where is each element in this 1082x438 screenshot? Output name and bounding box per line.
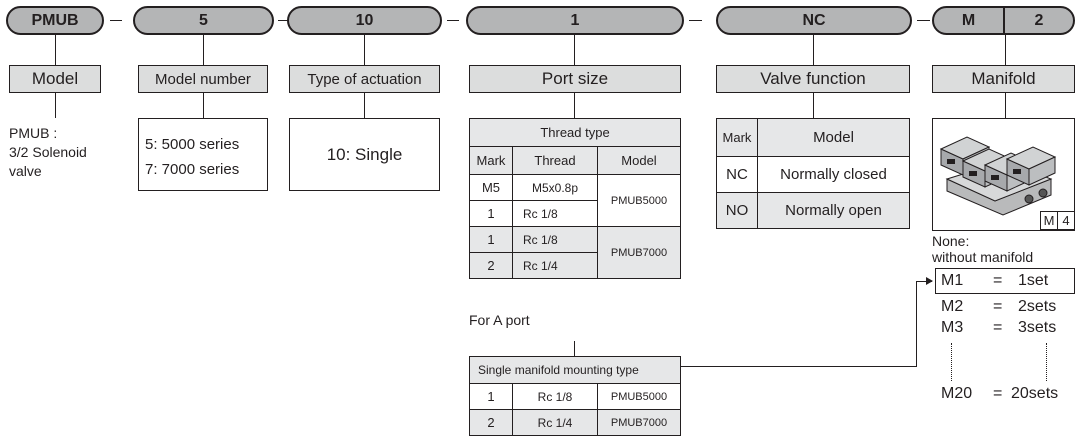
separator-dash (110, 20, 122, 21)
table-cell: M5 (469, 174, 513, 201)
table-cell: Rc 1/8 (512, 383, 598, 410)
connector-line (203, 93, 204, 118)
manifold-illustration (939, 136, 1057, 216)
code-manifold-divider (1003, 7, 1005, 34)
connector-line (813, 35, 814, 65)
connector-line (574, 93, 575, 118)
manifold-none-line2: without manifold (932, 249, 1034, 265)
separator-dash (447, 20, 459, 21)
ellipsis-dots (951, 343, 952, 381)
table-cell: PMUB7000 (597, 226, 681, 279)
code-actuation-pill: 10 (287, 6, 442, 35)
table-cell: Rc 1/8 (512, 226, 598, 253)
thread-header-thread: Thread (512, 146, 598, 175)
single-table-title: Single manifold mounting type (469, 356, 681, 384)
thread-table-note: For A port (469, 312, 530, 328)
table-cell: PMUB7000 (597, 409, 681, 436)
table-cell: 2 (469, 409, 513, 436)
label-model: Model (9, 65, 101, 93)
connector-line (55, 35, 56, 65)
manifold-option-mark: M20 (941, 385, 973, 402)
manifold-image-tag-letter: M (1041, 212, 1058, 229)
label-actuation: Type of actuation (289, 65, 440, 93)
separator-dash (689, 20, 702, 21)
manifold-image-tag-num: 4 (1062, 213, 1070, 228)
manifold-option-eq: = (993, 385, 1003, 402)
connector-line (574, 341, 575, 357)
code-valve-pill: NC (716, 6, 912, 35)
code-manifold-sets: 2 (1034, 11, 1044, 29)
single-manifold-table: Single manifold mounting type 1 Rc 1/8 P… (469, 356, 681, 436)
code-manifold-pill: M 2 (932, 6, 1075, 35)
code-series-pill: PMUB (6, 6, 104, 35)
ellipsis-dots (1046, 343, 1047, 381)
table-cell: Rc 1/8 (512, 200, 598, 227)
label-model-number: Model number (138, 65, 268, 93)
separator-dash (917, 20, 930, 21)
table-cell: PMUB5000 (597, 174, 681, 227)
connector-line (681, 366, 917, 367)
table-cell: NC (716, 156, 758, 193)
manifold-none-line1: None: (932, 233, 970, 249)
code-manifold-prefix: M (961, 11, 976, 29)
connector-line (364, 35, 365, 65)
manifold-option-mark: M1 (941, 272, 964, 289)
manifold-option-val: 20sets (1011, 385, 1059, 402)
connector-line (203, 35, 204, 65)
connector-line (916, 281, 932, 282)
connector-line (1005, 35, 1006, 65)
table-cell: Normally closed (757, 156, 910, 193)
connector-line (916, 281, 917, 367)
thread-type-table: Thread type Mark Thread Model M5 M5x0.8p… (469, 118, 681, 279)
valve-header-model: Model (757, 118, 910, 157)
actuation-option: 10: Single (326, 144, 403, 164)
model-desc-line2: 3/2 Solenoid (9, 144, 87, 160)
model-desc-line3: valve (9, 163, 42, 179)
thread-header-model: Model (597, 146, 681, 175)
table-cell: Rc 1/4 (512, 409, 598, 436)
code-model-number-pill: 5 (133, 6, 274, 35)
thread-header-mark: Mark (469, 146, 513, 175)
manifold-option-eq: = (993, 319, 1003, 336)
model-number-box: 5: 5000 series 7: 7000 series (138, 118, 268, 191)
label-valve-function: Valve function (716, 65, 910, 93)
separator-dash (278, 20, 290, 21)
valve-function-table: Mark Model NC Normally closed NO Normall… (716, 118, 910, 229)
manifold-option-highlight (935, 268, 1075, 294)
label-manifold: Manifold (932, 65, 1075, 93)
actuation-box: 10: Single (289, 118, 440, 191)
manifold-image: M 4 (932, 118, 1075, 231)
valve-header-mark: Mark (716, 118, 758, 157)
table-cell: 2 (469, 252, 513, 279)
table-cell: 1 (469, 200, 513, 227)
table-cell: Normally open (757, 192, 910, 229)
manifold-option-val: 2sets (1018, 298, 1057, 315)
table-cell: NO (716, 192, 758, 229)
table-cell: PMUB5000 (597, 383, 681, 410)
manifold-option-eq: = (993, 298, 1003, 315)
model-number-option: 7: 7000 series (145, 161, 240, 178)
table-cell: M5x0.8p (512, 174, 598, 201)
manifold-option-mark: M3 (941, 319, 964, 336)
table-cell: Rc 1/4 (512, 252, 598, 279)
connector-line (813, 93, 814, 118)
connector-line (364, 93, 365, 118)
connector-line (55, 93, 56, 118)
model-desc-line1: PMUB : (9, 125, 58, 141)
manifold-option-val: 1set (1018, 272, 1049, 289)
connector-line (1005, 93, 1006, 118)
label-port-size: Port size (469, 65, 681, 93)
table-cell: 1 (469, 226, 513, 253)
connector-line (574, 35, 575, 65)
model-number-option: 5: 5000 series (145, 136, 240, 153)
arrow-head-icon (926, 277, 933, 285)
manifold-option-val: 3sets (1018, 319, 1057, 336)
table-cell: 1 (469, 383, 513, 410)
manifold-image-tag: M 4 (1040, 211, 1075, 230)
manifold-option-eq: = (993, 272, 1003, 289)
thread-table-title: Thread type (469, 118, 681, 147)
manifold-option-mark: M2 (941, 298, 964, 315)
code-port-pill: 1 (466, 6, 684, 35)
